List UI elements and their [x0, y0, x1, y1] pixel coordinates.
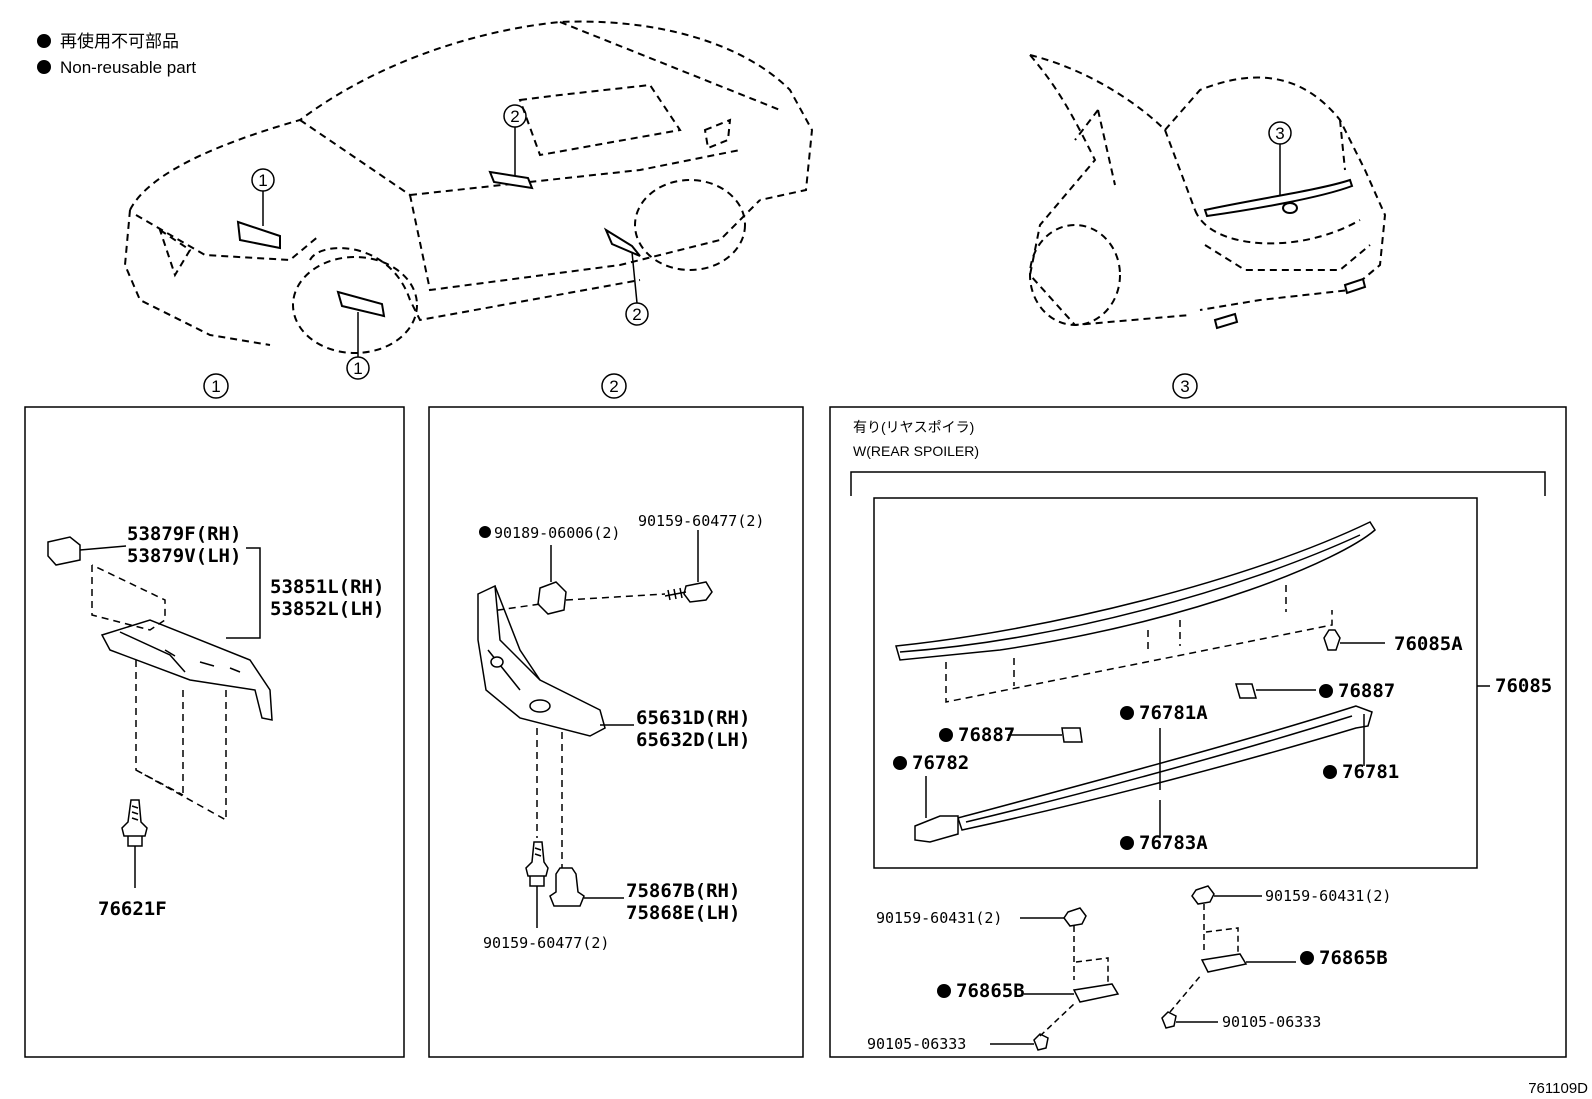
cond-ja: 有り(リヤスポイラ) [853, 419, 974, 435]
non-reusable-dot-icon [1300, 951, 1314, 965]
label-76865b-left: 76865B [956, 980, 1025, 1002]
label-75867b: 75867B(RH) [626, 880, 740, 902]
callout-1-a: 1 [258, 171, 267, 190]
spoiler-clip-icon [1323, 629, 1341, 651]
callouts-overview [251, 104, 1292, 380]
callout-2-a: 2 [510, 107, 519, 126]
panel1-title: 1 [211, 377, 220, 396]
callout-2-b: 2 [632, 305, 641, 324]
label-76781a: 76781A [1139, 702, 1208, 724]
legend-en: Non-reusable part [60, 58, 196, 77]
clip-icon [549, 867, 585, 907]
label-65631d: 65631D(RH) [636, 707, 750, 729]
label-53879v: 53879V(LH) [127, 545, 241, 567]
label-76865b-right: 76865B [1319, 947, 1388, 969]
label-75868e: 75868E(LH) [626, 902, 740, 924]
non-reusable-dot-icon [937, 984, 951, 998]
cond-en: W(REAR SPOILER) [853, 443, 979, 459]
mudguard-bracket-icon [477, 584, 606, 737]
tape-icon [1235, 683, 1257, 699]
label-90159-60477-top: 90159-60477(2) [638, 512, 764, 530]
car-rear-view [1028, 54, 1387, 327]
non-reusable-dot-icon [479, 526, 491, 538]
label-76887-left: 76887 [958, 724, 1015, 746]
label-90159-60431-right: 90159-60431(2) [1265, 887, 1391, 905]
figure-code: 761109D [1528, 1080, 1588, 1097]
label-76887-right: 76887 [1338, 680, 1395, 702]
panel2-drawing [477, 526, 713, 928]
panel3-frame [829, 406, 1567, 1058]
label-76621f: 76621F [98, 898, 167, 920]
car-front-parts [236, 170, 641, 318]
non-reusable-dot-icon [37, 34, 51, 48]
non-reusable-dot-icon [1120, 706, 1134, 720]
car-front-view [123, 20, 814, 354]
label-53852l: 53852L(LH) [270, 598, 384, 620]
spoiler-sub-frame [873, 497, 1478, 869]
non-reusable-dot-icon [37, 60, 51, 74]
bracket-icon [1072, 983, 1120, 1003]
label-76085a: 76085A [1394, 633, 1463, 655]
label-53851l: 53851L(RH) [270, 576, 384, 598]
label-76782: 76782 [912, 752, 969, 774]
clip-icon [47, 536, 81, 566]
non-reusable-dot-icon [1323, 765, 1337, 779]
panel3-dots [893, 684, 1337, 998]
panel2-title: 2 [609, 377, 618, 396]
bolt-icon [1191, 885, 1215, 905]
label-76783a: 76783A [1139, 832, 1208, 854]
label-90189-06006: 90189-06006(2) [494, 524, 620, 542]
screw-icon [1161, 1011, 1177, 1029]
bracket-icon [100, 619, 273, 721]
screw-icon [121, 799, 148, 837]
non-reusable-dot-icon [1319, 684, 1333, 698]
panel2-frame [428, 406, 804, 1058]
spoiler-icon [895, 521, 1376, 661]
panel1-drawing [47, 536, 273, 888]
callout-1-b: 1 [353, 359, 362, 378]
label-90159-60431-left: 90159-60431(2) [876, 909, 1002, 927]
label-90159-60477-bottom: 90159-60477(2) [483, 934, 609, 952]
non-reusable-dot-icon [1120, 836, 1134, 850]
label-76781: 76781 [1342, 761, 1399, 783]
callout-3: 3 [1275, 124, 1284, 143]
label-76085: 76085 [1495, 675, 1552, 697]
panel1-frame [24, 406, 405, 1058]
car-rear-parts [1203, 178, 1367, 330]
tape-icon [1061, 727, 1083, 743]
nut-icon [537, 581, 567, 615]
panel3-title: 3 [1180, 377, 1189, 396]
label-90105-06333-right: 90105-06333 [1222, 1013, 1321, 1031]
bolt-icon [525, 841, 549, 877]
non-reusable-dot-icon [893, 756, 907, 770]
non-reusable-dot-icon [939, 728, 953, 742]
label-65632d: 65632D(LH) [636, 729, 750, 751]
screw-icon [1033, 1033, 1049, 1051]
label-53879f: 53879F(RH) [127, 523, 241, 545]
legend-ja: 再使用不可部品 [60, 31, 179, 51]
panel-title-circles [203, 373, 1198, 399]
legend: 再使用不可部品 Non-reusable part [37, 31, 196, 77]
label-90105-06333-left: 90105-06333 [867, 1035, 966, 1053]
bolt-icon [683, 581, 713, 603]
cond-bracket [850, 471, 1546, 496]
end-cover-icon [914, 815, 959, 843]
bracket-icon [1200, 953, 1248, 973]
panel3-drawing [895, 521, 1490, 1051]
